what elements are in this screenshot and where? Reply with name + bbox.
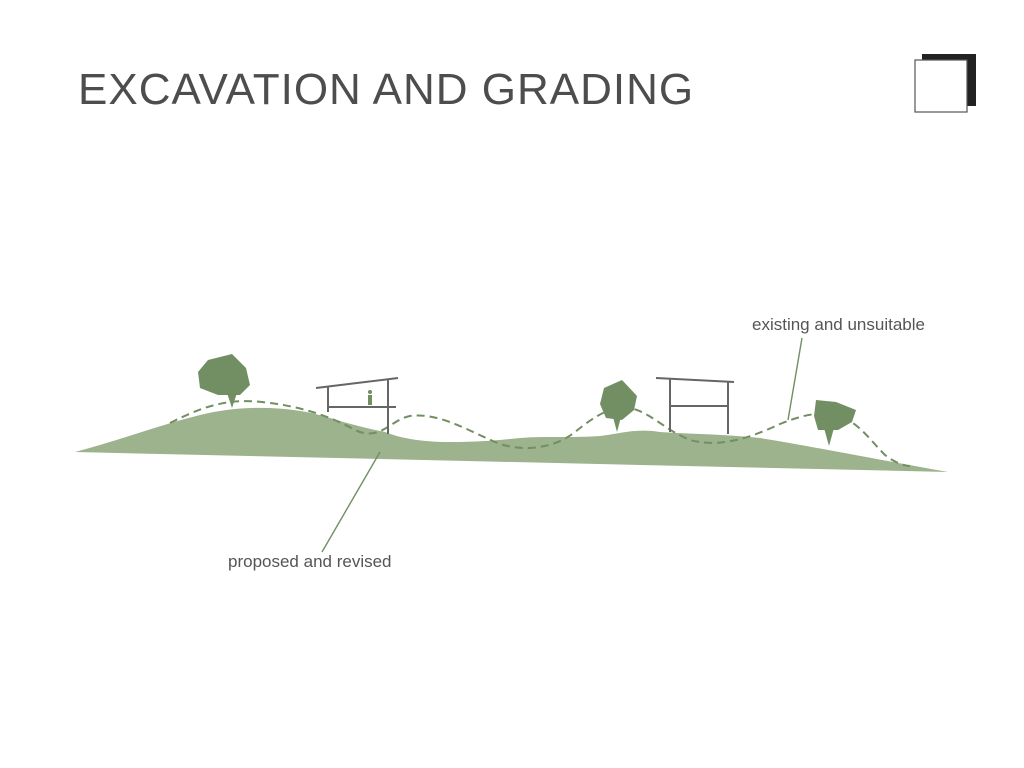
existing-label: existing and unsuitable bbox=[752, 315, 925, 334]
proposed-label: proposed and revised bbox=[228, 552, 392, 571]
tree-icon bbox=[814, 400, 856, 446]
proposed-leader-line bbox=[321, 451, 381, 553]
existing-leader-line bbox=[787, 337, 803, 421]
structure-frame-right bbox=[655, 377, 735, 434]
existing-ground-dashed-line bbox=[169, 400, 911, 467]
page-title: EXCAVATION AND GRADING bbox=[78, 65, 695, 114]
structure-frame-left bbox=[315, 377, 399, 434]
person-figure-icon bbox=[368, 390, 372, 405]
tree-icon bbox=[600, 380, 637, 432]
tree-icon bbox=[198, 354, 250, 408]
nested-square-logo-icon bbox=[914, 54, 976, 113]
proposed-terrain bbox=[75, 407, 948, 472]
